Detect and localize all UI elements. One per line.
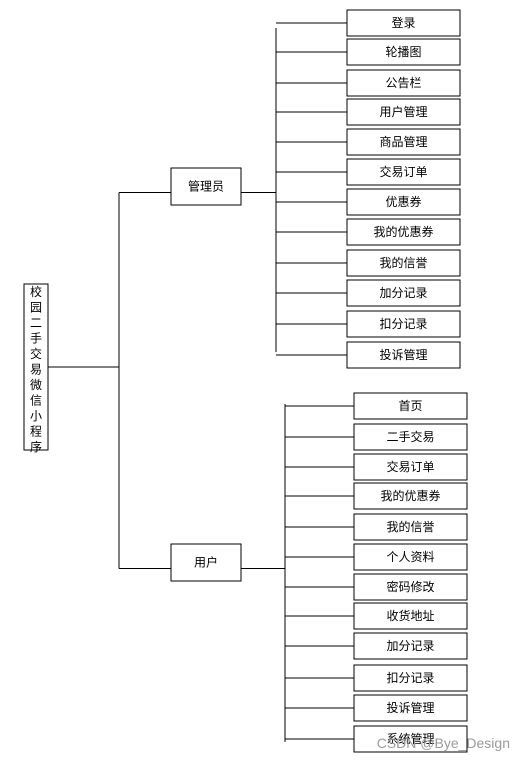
branch-1-leaf-9: 扣分记录 [353, 664, 468, 692]
branch-1-leaf-2-label: 交易订单 [386, 459, 434, 474]
branch-0-leaf-3-box [346, 98, 461, 126]
branch-0-leaf-0-box [346, 9, 461, 37]
branch-0-leaf-10-box [346, 310, 461, 338]
branch-1-leaf-6: 密码修改 [353, 573, 468, 601]
branch-0-leaf-6-label: 优惠券 [385, 194, 421, 209]
branch-1-leaf-8-label: 加分记录 [386, 639, 434, 653]
branch-1-leaf-3: 我的优惠券 [353, 482, 468, 510]
branch-1-leaf-7-box [353, 602, 468, 630]
branch-0-leaf-6-box [346, 188, 461, 216]
branch-1-leaf-10-label: 投诉管理 [386, 700, 434, 715]
branch-1-leaf-3-label: 我的优惠券 [380, 488, 440, 503]
branch-1-leaf-0-box [353, 392, 468, 420]
branch-1-leaf-0-label: 首页 [398, 399, 422, 413]
branch-0-leaf-11: 投诉管理 [346, 341, 461, 369]
branch-0-leaf-3-label: 用户管理 [379, 104, 427, 119]
branch-1-leaf-8-box [353, 632, 468, 660]
branch-1-leaf-1-box [353, 423, 468, 451]
branch-0-leaf-0: 登录 [346, 9, 461, 37]
branch-0-leaf-11-box [346, 341, 461, 369]
branch-node-1-box [170, 543, 242, 582]
branch-0-leaf-5-box [346, 158, 461, 186]
branch-0-leaf-0-label: 登录 [391, 15, 415, 30]
branch-0-leaf-4-box [346, 128, 461, 156]
branch-1-leaf-5-box [353, 543, 468, 571]
root-node: 校园二手交易微信小程序 [23, 283, 49, 454]
branch-0-leaf-9: 加分记录 [346, 279, 461, 307]
branch-1-leaf-3-box [353, 482, 468, 510]
branch-1-leaf-5: 个人资料 [353, 543, 468, 571]
branch-0-leaf-2-box [346, 69, 461, 97]
branch-1-leaf-11: 系统管理 [353, 725, 468, 753]
branch-0-leaf-7-label: 我的优惠券 [373, 224, 433, 239]
branch-0-leaf-10: 扣分记录 [346, 310, 461, 338]
branch-0-leaf-7-box [346, 218, 461, 246]
branch-1-leaf-4-box [353, 513, 468, 541]
branch-1-leaf-5-label: 个人资料 [386, 550, 434, 564]
branch-1-leaf-6-box [353, 573, 468, 601]
branch-1-leaf-9-box [353, 664, 468, 692]
branch-0-leaf-7: 我的优惠券 [346, 218, 461, 246]
branch-0-leaf-5-label: 交易订单 [379, 164, 427, 179]
branch-0-leaf-10-label: 扣分记录 [379, 317, 427, 331]
branch-1-leaf-9-label: 扣分记录 [386, 671, 434, 685]
branch-node-0-label: 管理员 [188, 179, 224, 194]
branch-1-leaf-0: 首页 [353, 392, 468, 420]
branch-1-leaf-10-box [353, 694, 468, 722]
branch-1-leaf-1-label: 二手交易 [386, 429, 434, 444]
branch-0-leaf-9-box [346, 279, 461, 307]
branch-node-0-box [170, 167, 242, 206]
branch-1-leaf-6-label: 密码修改 [386, 579, 434, 594]
branch-1-leaf-4: 我的信誉 [353, 513, 468, 541]
root-node-label: 校园二手交易微信小程序 [30, 284, 42, 454]
branch-node-1: 用户 [170, 543, 242, 582]
branch-0-leaf-5: 交易订单 [346, 158, 461, 186]
branch-1-leaf-11-label: 系统管理 [386, 731, 434, 746]
branch-1-leaf-8: 加分记录 [353, 632, 468, 660]
branch-0-leaf-8-label: 我的信誉 [379, 255, 427, 270]
branch-node-0: 管理员 [170, 167, 242, 206]
branch-1-leaf-1: 二手交易 [353, 423, 468, 451]
branch-0-leaf-9-label: 加分记录 [379, 286, 427, 300]
branch-0-leaf-8: 我的信誉 [346, 249, 461, 277]
branch-0-leaf-6: 优惠券 [346, 188, 461, 216]
branch-0-leaf-1-label: 轮播图 [385, 45, 421, 59]
branch-1-leaf-4-label: 我的信誉 [386, 519, 434, 534]
branch-0-leaf-4-label: 商品管理 [379, 134, 427, 149]
watermark-text: CSDN @Bye_Design [377, 735, 510, 751]
branch-0-leaf-4: 商品管理 [346, 128, 461, 156]
branch-1-leaf-11-box [353, 725, 468, 753]
branch-0-leaf-2-label: 公告栏 [385, 75, 421, 90]
branch-0-leaf-3: 用户管理 [346, 98, 461, 126]
branch-0-leaf-1: 轮播图 [346, 38, 461, 66]
branch-0-leaf-8-box [346, 249, 461, 277]
branch-1-leaf-2-box [353, 453, 468, 481]
root-node-box [23, 283, 49, 451]
branch-0-leaf-1-box [346, 38, 461, 66]
branch-1-leaf-7: 收货地址 [353, 602, 468, 630]
branch-1-leaf-7-label: 收货地址 [386, 608, 434, 623]
branch-0-leaf-11-label: 投诉管理 [379, 347, 427, 362]
branch-0-leaf-2: 公告栏 [346, 69, 461, 97]
branch-1-leaf-10: 投诉管理 [353, 694, 468, 722]
branch-1-leaf-2: 交易订单 [353, 453, 468, 481]
branch-node-1-label: 用户 [194, 555, 218, 570]
